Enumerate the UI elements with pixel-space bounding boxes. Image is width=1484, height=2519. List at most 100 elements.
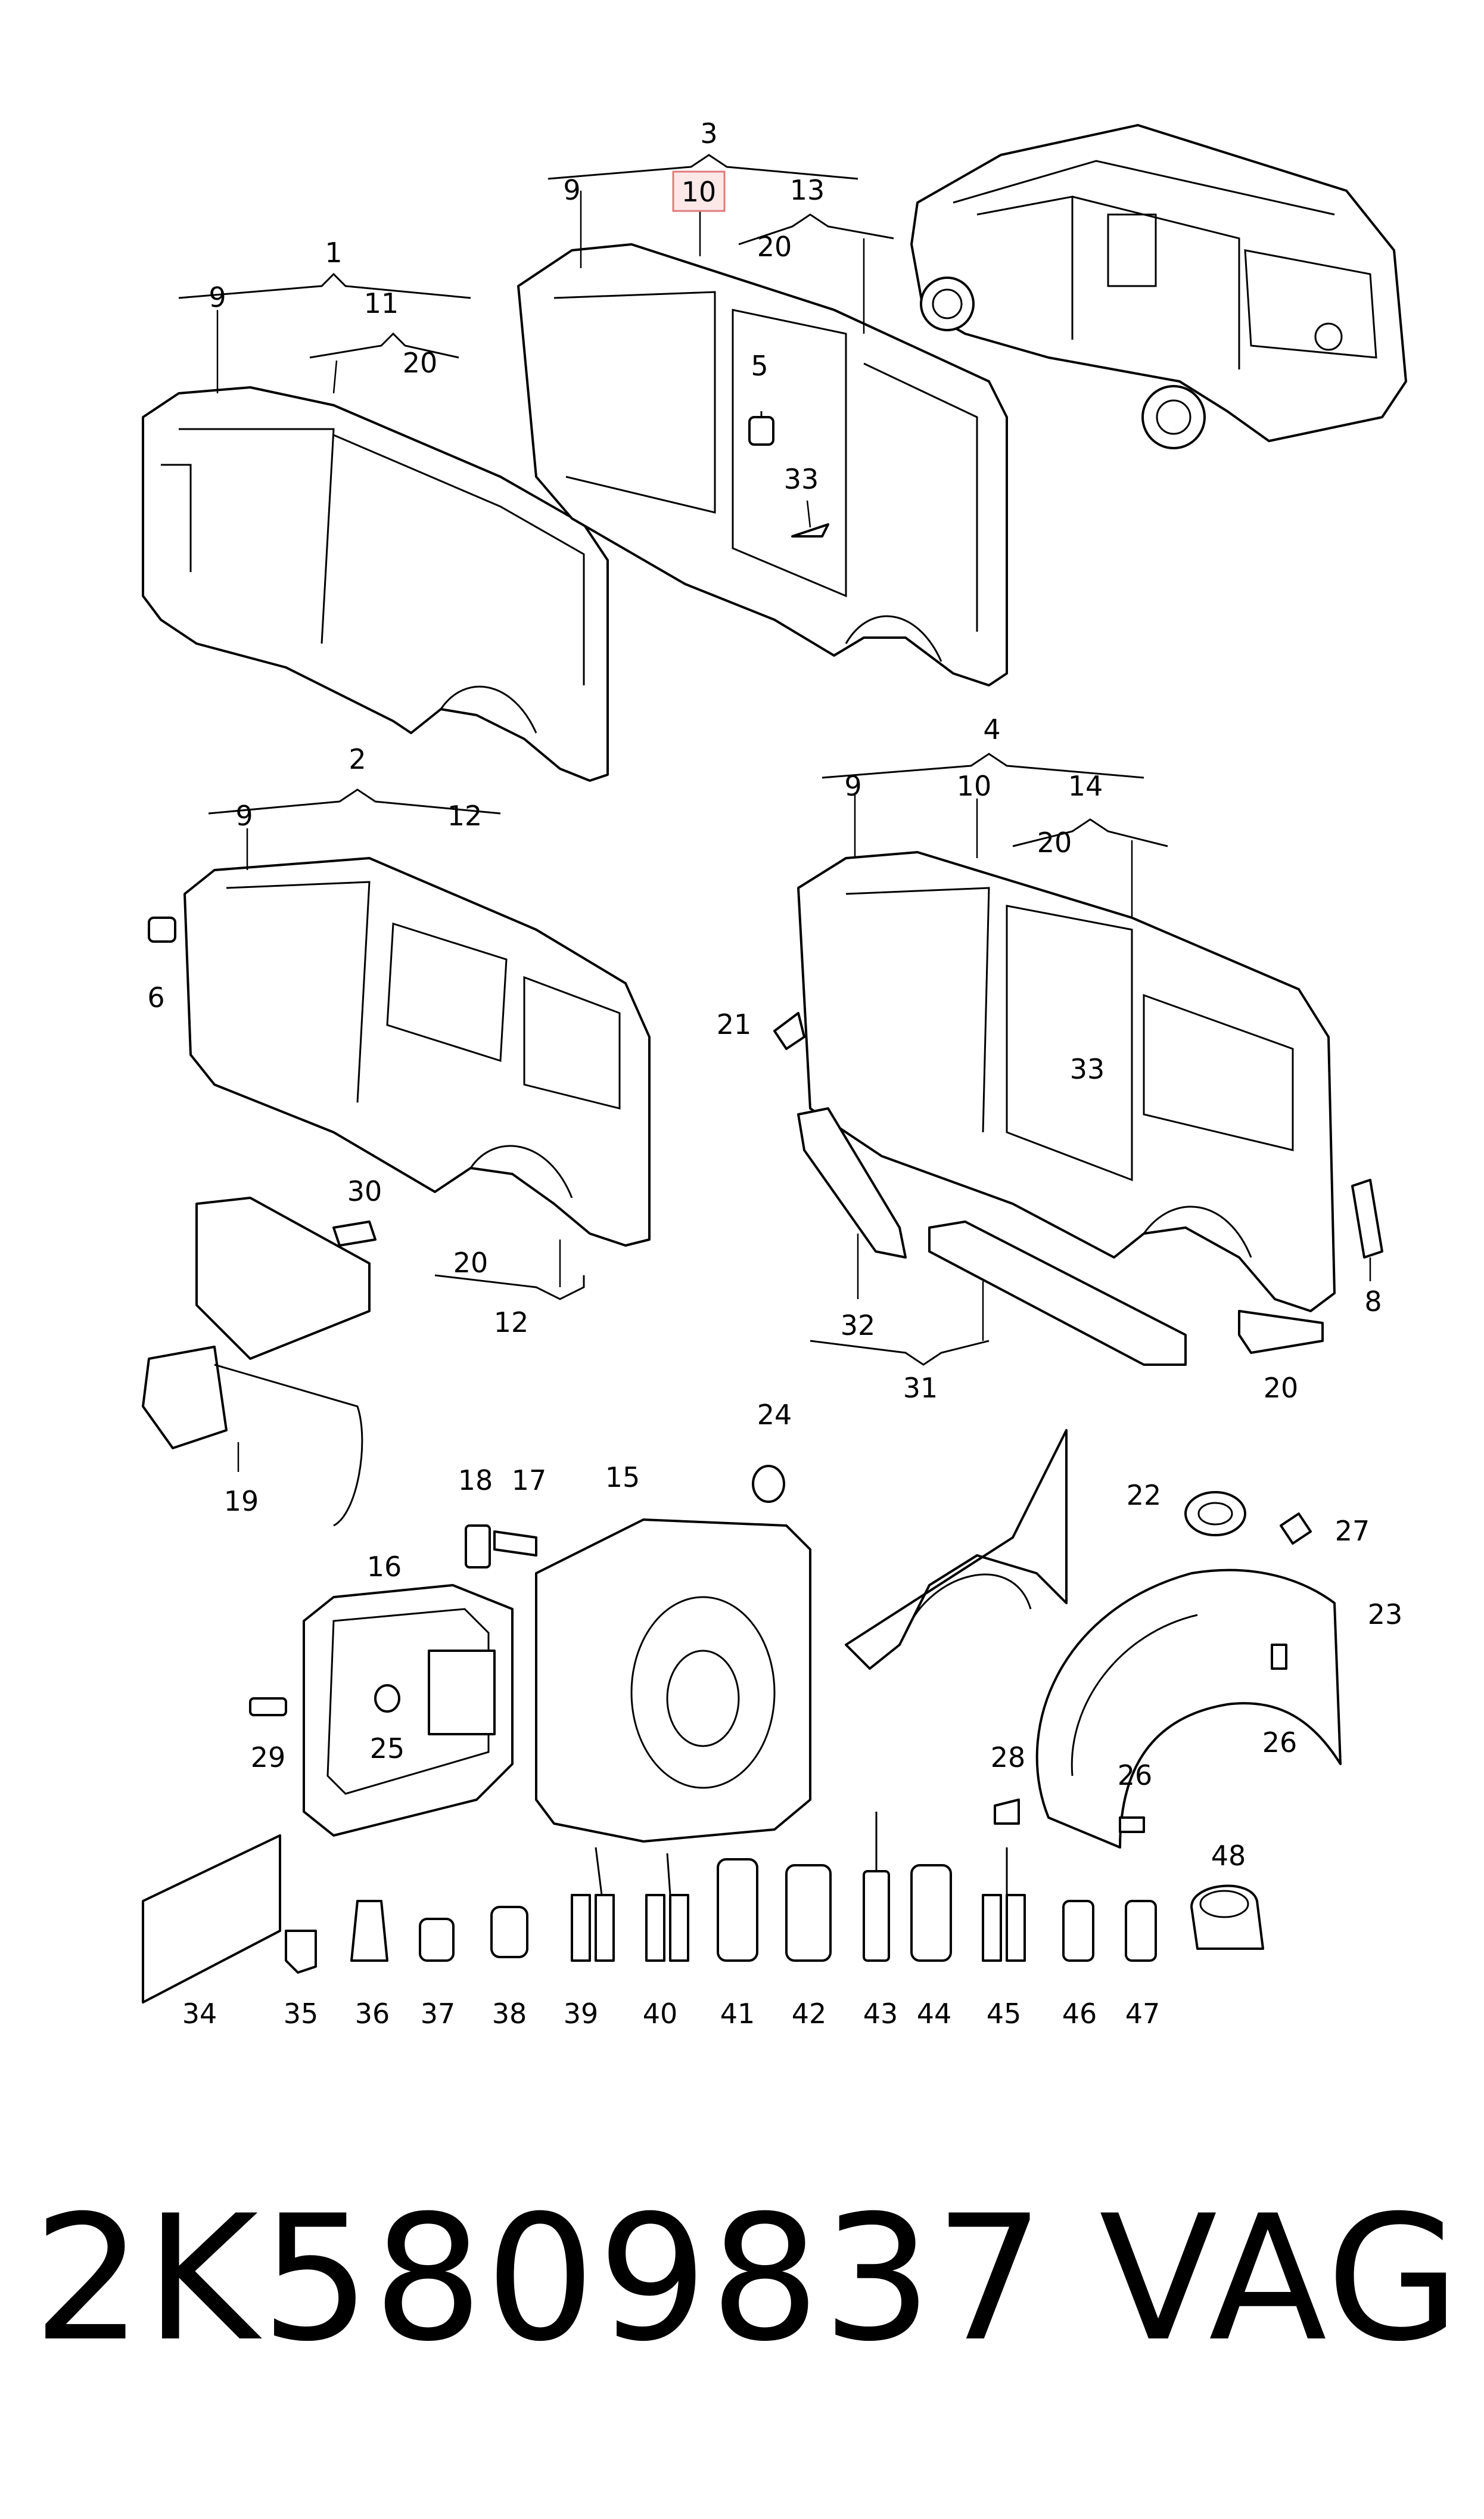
label-8: 8	[1364, 1285, 1382, 1318]
part-32-sill-front	[797, 1107, 907, 1259]
label-15: 15	[605, 1461, 640, 1493]
side-panel-2	[183, 857, 651, 1247]
label-14: 14	[1068, 770, 1103, 802]
part-39-sealant-kit	[571, 1847, 615, 1962]
label-48: 48	[1211, 1840, 1246, 1872]
label-9: 9	[844, 770, 861, 802]
label-24: 24	[757, 1399, 792, 1431]
part-8-strip	[1351, 1179, 1383, 1281]
part-35-clip	[285, 1930, 317, 1974]
label-28: 28	[991, 1741, 1026, 1773]
label-34: 34	[182, 1998, 217, 2030]
part-18-bolt	[465, 1524, 491, 1568]
bracket-1	[178, 272, 471, 394]
label-13: 13	[790, 174, 825, 206]
highlighted-part-box	[672, 170, 726, 212]
part-48-tape-roll	[1190, 1884, 1264, 1950]
part-45-sealant-kit	[982, 1847, 1026, 1962]
part-33-clip	[791, 500, 829, 538]
label-32: 32	[841, 1309, 876, 1341]
part-19-fuel-release	[142, 1197, 371, 1527]
part-23-wheel-liner	[1035, 1568, 1342, 1849]
label-16: 16	[367, 1551, 402, 1583]
label-6: 6	[147, 981, 164, 1014]
part-17-clip	[493, 1530, 537, 1557]
label-45: 45	[987, 1998, 1022, 2030]
part-16-fuel-flap	[303, 1584, 514, 1837]
part-6-bolt	[148, 917, 176, 943]
part-24-grommet	[752, 1465, 785, 1503]
label-20: 20	[403, 347, 438, 379]
label-9: 9	[235, 800, 253, 832]
label-22: 22	[1127, 1479, 1162, 1511]
part-labels: 1 9 11 20 3 9 10 13 20 5 33 2 9 12 6 20 …	[147, 117, 1402, 2030]
part-38-nut	[490, 1906, 528, 1958]
part-28-clip	[994, 1799, 1020, 1825]
part-34-pad	[142, 1834, 281, 2004]
label-33: 33	[1070, 1053, 1105, 1085]
label-33: 33	[784, 463, 819, 495]
label-18: 18	[458, 1464, 493, 1496]
part-43-nozzle	[863, 1812, 890, 1962]
part-31-sill	[928, 1220, 1187, 1366]
part-27-clip	[1280, 1512, 1312, 1545]
label-23: 23	[1368, 1598, 1403, 1630]
label-10: 10	[957, 770, 992, 802]
label-20: 20	[1264, 1372, 1299, 1404]
label-38: 38	[492, 1998, 527, 2030]
side-panel-3	[517, 243, 1008, 687]
bracket-3	[547, 154, 894, 334]
label-36: 36	[355, 1998, 390, 2030]
label-44: 44	[917, 1998, 952, 2030]
part-40-sealant-kit	[645, 1853, 689, 1962]
label-1: 1	[325, 237, 342, 269]
label-46: 46	[1062, 1998, 1097, 2030]
label-5: 5	[751, 350, 768, 382]
side-panel-4	[797, 851, 1336, 1312]
label-26: 26	[1262, 1726, 1298, 1759]
label-20: 20	[757, 231, 792, 263]
van-illustration	[910, 124, 1407, 449]
label-20: 20	[1037, 827, 1072, 859]
wheel-arch-outline	[845, 1429, 1068, 1670]
label-2: 2	[349, 743, 366, 775]
part-47-cap	[1125, 1900, 1157, 1962]
label-27: 27	[1335, 1515, 1370, 1547]
part-25-plug	[374, 1684, 400, 1713]
bracket-31	[810, 1234, 990, 1366]
part-26-screws	[1119, 1644, 1287, 1833]
label-37: 37	[421, 1998, 456, 2030]
label-3: 3	[700, 117, 717, 150]
label-19: 19	[224, 1485, 259, 1517]
label-20: 20	[453, 1247, 489, 1279]
brand-caption: VAG	[1099, 2179, 1463, 2380]
label-25: 25	[370, 1732, 405, 1765]
label-9: 9	[209, 281, 226, 313]
part-46-cap	[1062, 1900, 1094, 1962]
part-29-bolt	[249, 1697, 287, 1716]
label-12: 12	[494, 1306, 529, 1338]
label-39: 39	[564, 1998, 599, 2030]
label-30: 30	[347, 1175, 382, 1207]
bracket-4	[822, 753, 1168, 918]
part-21-clip	[773, 1012, 805, 1050]
label-10: 10	[682, 176, 717, 208]
label-31: 31	[903, 1372, 938, 1404]
label-12: 12	[447, 800, 483, 832]
label-47: 47	[1125, 1998, 1161, 2030]
label-21: 21	[717, 1008, 752, 1040]
part-37-nut	[419, 1918, 455, 1962]
label-40: 40	[643, 1998, 678, 2030]
label-26: 26	[1118, 1759, 1153, 1791]
part-22-grommet	[1184, 1491, 1246, 1536]
part-41-cartridge	[717, 1858, 758, 1962]
label-43: 43	[863, 1998, 898, 2030]
label-4: 4	[983, 713, 1000, 746]
label-42: 42	[792, 1998, 827, 2030]
part-15-fuel-housing	[535, 1518, 811, 1843]
label-35: 35	[284, 1998, 319, 2030]
part-30-bolt	[332, 1220, 377, 1247]
part-20-bracket	[1238, 1310, 1324, 1354]
label-17: 17	[512, 1464, 547, 1496]
